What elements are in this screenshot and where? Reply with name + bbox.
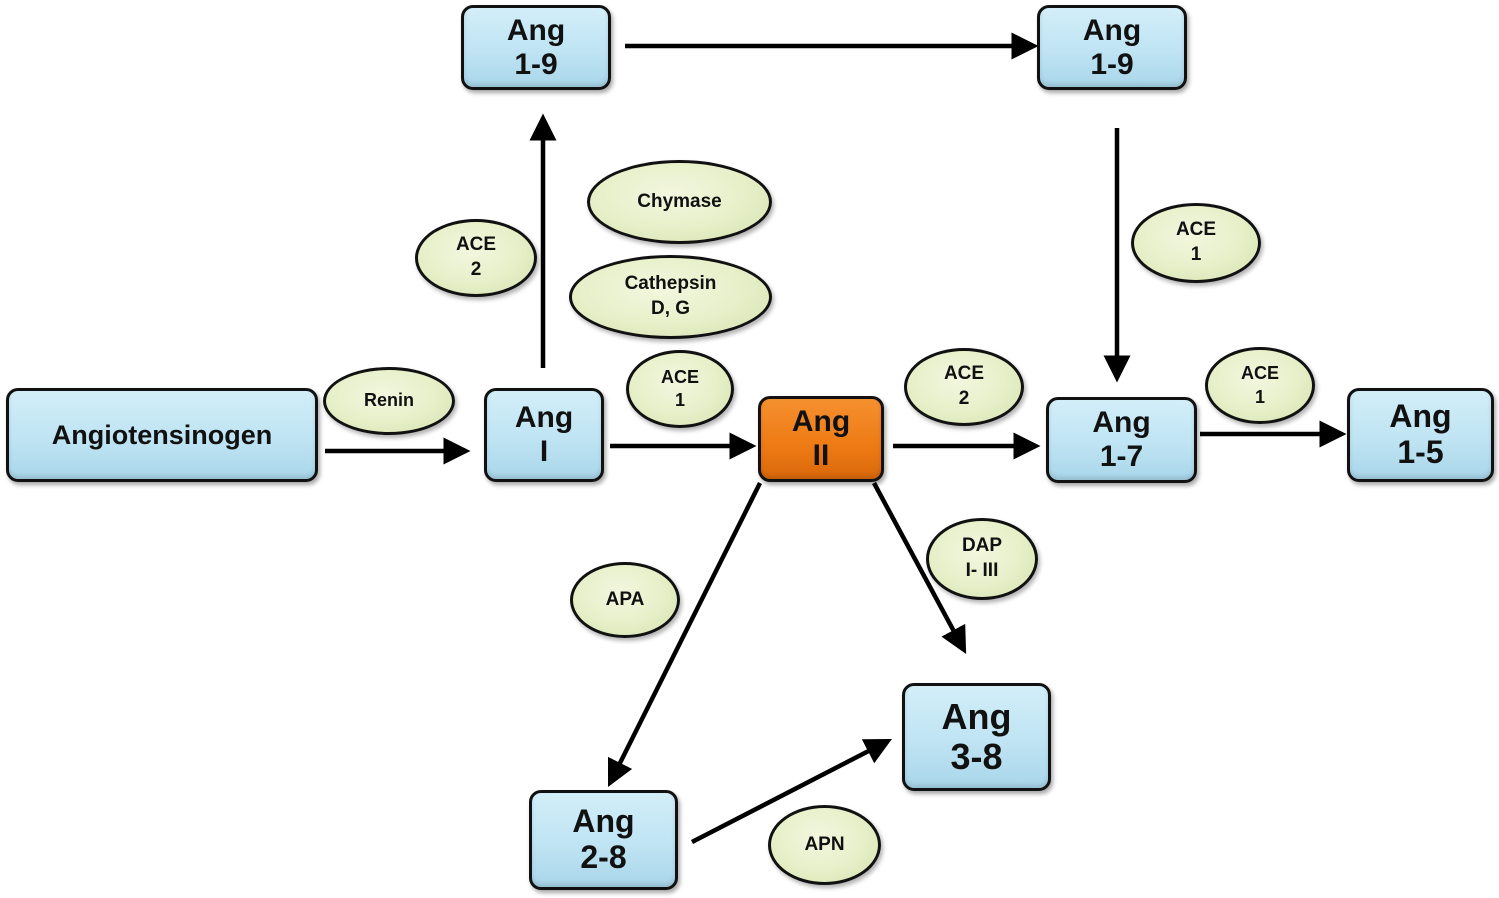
enzyme-apa: APA [570, 562, 680, 638]
enzyme-sublabel: I- III [965, 560, 999, 581]
node-label: Ang [1082, 13, 1142, 47]
node-ang-i: Ang I [484, 388, 604, 482]
enzyme-ace2-left: ACE 2 [415, 219, 537, 297]
node-sublabel: 1-7 [1099, 440, 1144, 473]
node-sublabel: I [539, 435, 549, 468]
enzyme-label: ACE [1175, 219, 1217, 241]
node-sublabel: 1-9 [1090, 47, 1134, 81]
enzyme-label: DAP [961, 535, 1003, 557]
node-label: Ang [1092, 406, 1151, 440]
node-angiotensinogen: Angiotensinogen [6, 388, 318, 482]
enzyme-ace1-right-top: ACE 1 [1131, 203, 1261, 283]
node-label: Ang [941, 695, 1012, 737]
enzyme-label: Chymase [637, 190, 722, 212]
node-label: Angiotensinogen [51, 419, 273, 450]
node-ang-ii: Ang II [758, 396, 884, 482]
enzyme-ace2-center: ACE 2 [904, 348, 1024, 426]
enzyme-label: Renin [363, 390, 414, 411]
node-label: Ang [514, 401, 574, 435]
node-ang-1-5: Ang 1-5 [1347, 388, 1494, 482]
enzyme-apn: APN [768, 805, 881, 885]
node-ang-1-9-left: Ang 1-9 [461, 5, 611, 90]
enzyme-sublabel: 1 [674, 390, 685, 410]
node-ang-2-8: Ang 2-8 [529, 790, 678, 890]
node-ang-1-7: Ang 1-7 [1046, 397, 1197, 483]
enzyme-renin: Renin [323, 367, 455, 435]
node-sublabel: 1-9 [514, 47, 558, 81]
enzyme-label: ACE [943, 363, 985, 385]
enzyme-sublabel: 1 [1254, 386, 1265, 407]
arrow-ang-ii-to-ang-3-8 [872, 481, 967, 654]
enzyme-label: ACE [660, 366, 699, 387]
enzyme-sublabel: 1 [1190, 244, 1202, 265]
enzyme-sublabel: 2 [470, 259, 482, 280]
enzyme-ace1-center: ACE 1 [626, 350, 734, 428]
node-ang-1-9-right: Ang 1-9 [1037, 5, 1187, 90]
enzyme-dap: DAP I- III [926, 518, 1038, 600]
node-label: Ang [506, 13, 566, 47]
enzyme-label: ACE [455, 234, 497, 256]
node-sublabel: 1-5 [1397, 434, 1444, 470]
node-sublabel: 3-8 [950, 736, 1003, 777]
node-sublabel: 2-8 [580, 839, 627, 875]
node-label: Ang [1389, 398, 1452, 435]
enzyme-cathepsin: Cathepsin D, G [569, 255, 772, 339]
enzyme-label: ACE [1240, 363, 1279, 384]
enzyme-chymase: Chymase [587, 160, 772, 244]
enzyme-ace1-right: ACE 1 [1205, 347, 1315, 424]
node-sublabel: II [812, 439, 830, 472]
enzyme-sublabel: D, G [650, 298, 691, 319]
arrow-ang-ii-to-ang-2-8 [607, 481, 763, 788]
enzyme-label: APA [605, 588, 645, 610]
enzyme-label: APN [804, 833, 845, 855]
node-label: Ang [572, 803, 635, 840]
node-label: Ang [791, 405, 851, 439]
arrow-ang-2-8-to-ang-3-8 [690, 738, 893, 845]
node-ang-3-8: Ang 3-8 [902, 683, 1051, 791]
enzyme-label: Cathepsin [624, 273, 717, 295]
enzyme-sublabel: 2 [958, 388, 970, 409]
